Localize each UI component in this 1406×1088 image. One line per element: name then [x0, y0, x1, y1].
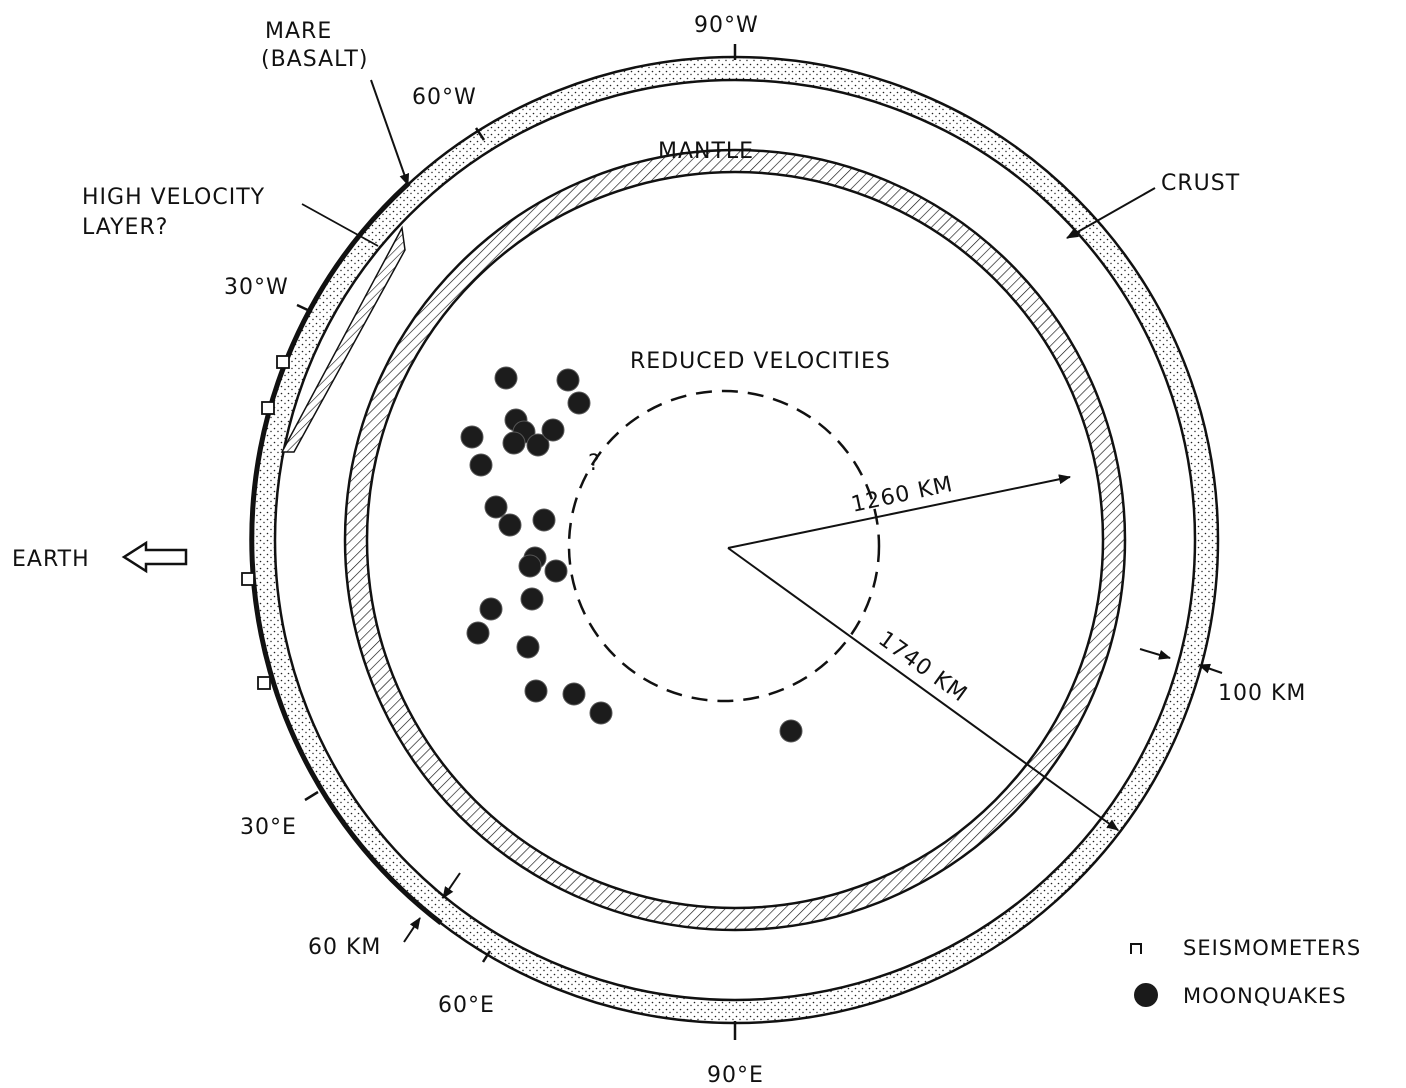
label-question: ? — [588, 451, 601, 476]
moonquake-dot — [480, 598, 502, 620]
moonquake-dot — [499, 514, 521, 536]
label-100km: 100 KM — [1218, 681, 1306, 706]
moonquake-dot — [533, 509, 555, 531]
moonquake-dot — [521, 588, 543, 610]
label-60e: 60°E — [438, 993, 495, 1018]
label-60km: 60 KM — [308, 935, 381, 960]
radius-1740-arrow — [728, 548, 1118, 830]
seismometer-marker — [277, 356, 289, 368]
mantle-ring — [345, 150, 1125, 930]
label-30w: 30°W — [224, 275, 289, 300]
crust-ring — [252, 57, 1218, 1023]
tick-30e — [305, 792, 318, 800]
moonquake-dot — [590, 702, 612, 724]
crust-100km-arrow-outer — [1199, 665, 1222, 673]
label-radius-1740: 1740 KM — [873, 627, 971, 708]
legend: SEISMOMETERS MOONQUAKES — [1131, 936, 1361, 1008]
legend-seismometers-label: SEISMOMETERS — [1183, 936, 1361, 960]
moonquake-dot — [517, 636, 539, 658]
legend-moonquakes-label: MOONQUAKES — [1183, 984, 1347, 1008]
moonquake-dot — [780, 720, 802, 742]
label-90e: 90°E — [707, 1063, 764, 1088]
label-60w: 60°W — [412, 85, 477, 110]
legend-moonquake-icon — [1134, 983, 1158, 1007]
moonquake-dot — [563, 683, 585, 705]
earth-direction-arrow — [124, 543, 186, 571]
moonquake-dot — [470, 454, 492, 476]
label-crust: CRUST — [1161, 171, 1240, 196]
label-mantle: MANTLE — [658, 139, 754, 164]
moonquake-dot — [461, 426, 483, 448]
legend-seismometer-icon — [1131, 944, 1141, 954]
moonquake-dot — [542, 419, 564, 441]
moonquake-dot — [519, 555, 541, 577]
moonquake-dot — [557, 369, 579, 391]
moonquake-dot — [525, 680, 547, 702]
label-90w: 90°W — [694, 13, 759, 38]
moonquake-dot — [485, 496, 507, 518]
mare-leader — [371, 80, 408, 185]
label-reduced-velocities: REDUCED VELOCITIES — [630, 349, 891, 374]
label-basalt: (BASALT) — [261, 47, 368, 72]
crust-60km-arrow-outer — [404, 918, 420, 942]
moonquake-dot — [545, 560, 567, 582]
reduced-velocity-zone — [569, 391, 879, 701]
moonquake-group — [461, 367, 802, 742]
label-earth: EARTH — [12, 547, 90, 572]
moonquake-dot — [467, 622, 489, 644]
label-high-velocity: HIGH VELOCITY — [82, 185, 265, 210]
seismometer-marker — [258, 677, 270, 689]
moonquake-dot — [503, 432, 525, 454]
seismometer-marker — [242, 573, 254, 585]
label-layer: LAYER? — [82, 215, 168, 240]
seismometer-marker — [262, 402, 274, 414]
label-mare: MARE — [265, 19, 332, 44]
crust-60km-arrow-inner — [443, 873, 460, 898]
label-30e: 30°E — [240, 815, 297, 840]
moonquake-dot — [568, 392, 590, 414]
crust-100km-arrow-inner — [1140, 649, 1170, 658]
moonquake-dot — [495, 367, 517, 389]
